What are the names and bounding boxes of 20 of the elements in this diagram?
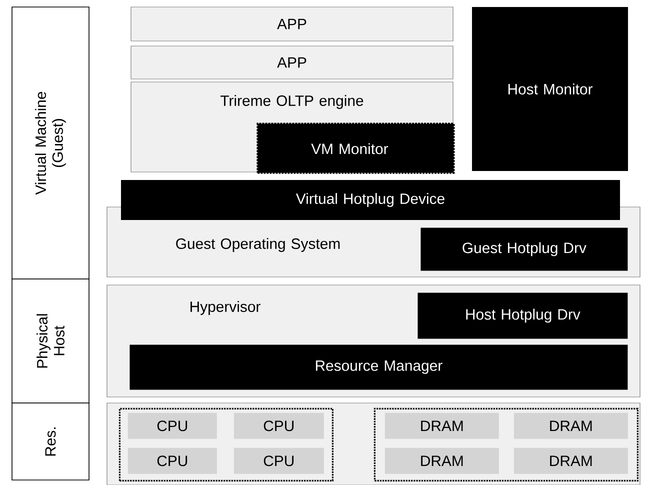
chip-box: DRAM (384, 448, 499, 474)
group-box (118, 408, 334, 482)
chip-box: DRAM (514, 412, 628, 439)
side-label-box: Res. (12, 402, 90, 480)
component-box: Host Hotplug Drv (418, 292, 628, 339)
component-box: Resource Manager (130, 344, 628, 390)
group-box (374, 408, 638, 482)
chip-box: CPU (234, 448, 324, 474)
side-label-box: Physical Host (12, 278, 90, 404)
chip-box: CPU (128, 448, 217, 474)
chip-box: DRAM (514, 448, 628, 474)
layer-box: APP (130, 6, 454, 42)
component-box: Guest Hotplug Drv (420, 228, 628, 271)
chip-box: CPU (234, 412, 324, 439)
layer-box: APP (130, 46, 454, 80)
chip-box: DRAM (384, 412, 499, 439)
component-box: Virtual Hotplug Device (121, 180, 620, 220)
chip-box: CPU (128, 412, 217, 439)
component-box: Host Monitor (472, 7, 628, 171)
component-box: VM Monitor (256, 122, 455, 174)
